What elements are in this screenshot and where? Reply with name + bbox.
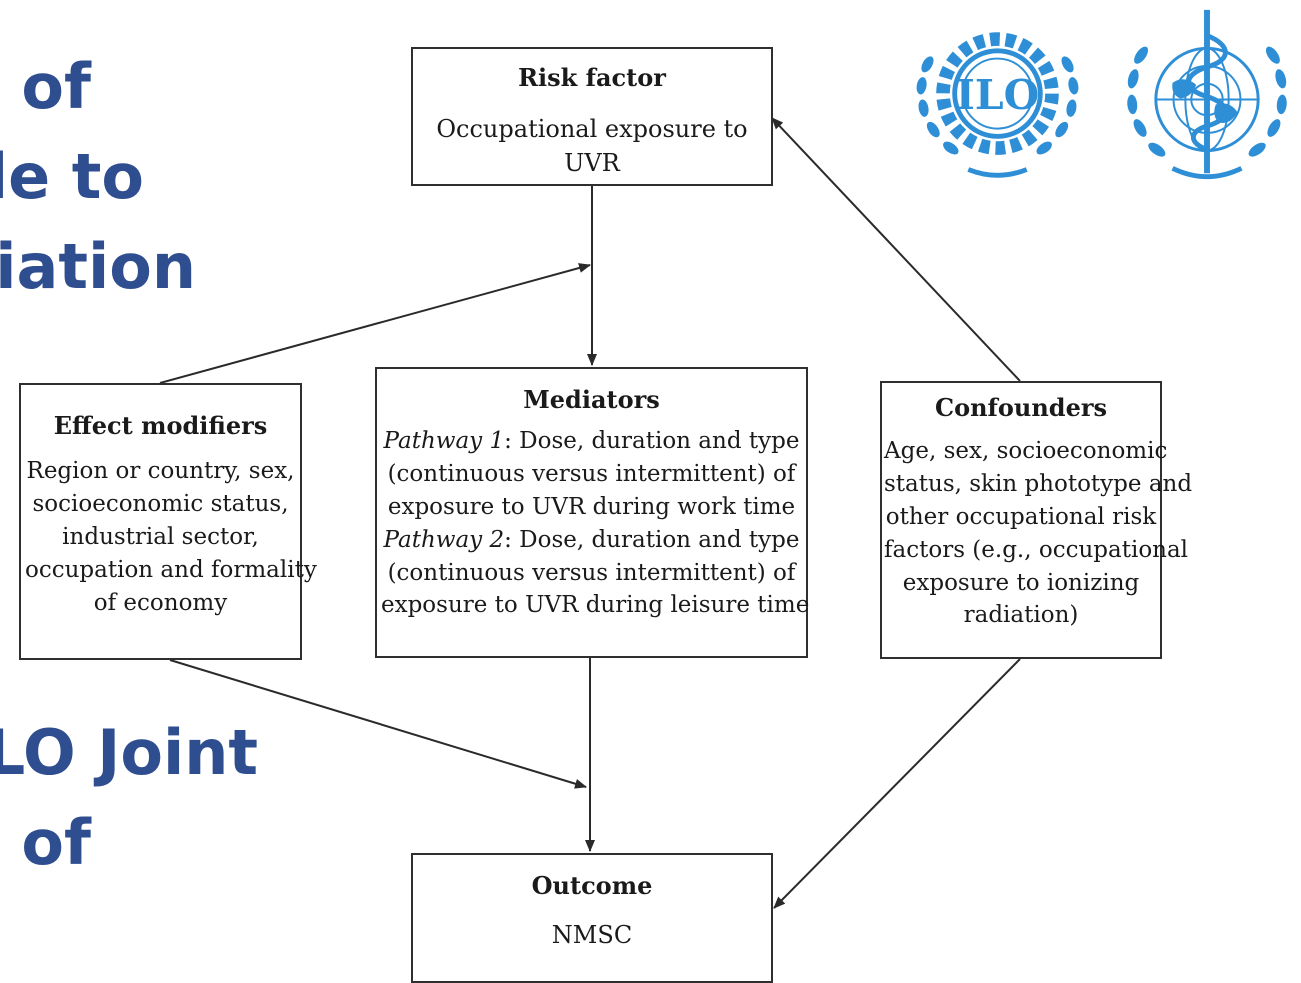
pathway-1-text: : Dose, duration and type: [504, 428, 800, 454]
arrow-confounders-to-outcome: [773, 658, 1021, 909]
who-emblem-icon: [1127, 9, 1287, 180]
diagram-connectors: [159, 117, 1021, 909]
risk-factor-text: Occupational exposure to UVR: [423, 113, 761, 180]
text-line: Age, sex, socioeconomic: [884, 438, 1168, 464]
confounders-text: Age, sex, socioeconomic status, skin pho…: [884, 435, 1193, 632]
pathway-2-label: Pathway 2: [383, 526, 505, 553]
slide-subtitle-fragment: ILO Joint: [0, 716, 258, 789]
text-line: (continuous versus intermittent) of: [387, 460, 796, 487]
text-line: factors (e.g., occupational: [884, 536, 1189, 563]
text-line: radiation): [963, 602, 1079, 629]
text-line: socioeconomic status,: [32, 490, 289, 517]
text-line: Pathway 1: Dose, duration and type: [381, 425, 802, 458]
text-line: exposure to UVR during leisure time: [381, 592, 810, 619]
risk-factor-box: Risk factor Occupational exposure to UVR: [411, 47, 773, 186]
pathway-2-text: : Dose, duration and type: [504, 526, 800, 553]
slide-title-fragment: diation: [0, 230, 196, 303]
text-line: exposure to UVR during work time: [387, 493, 796, 520]
effect-modifiers-box: Effect modifiers Region or country, sex,…: [19, 383, 317, 660]
slide-title-fragment: s of: [0, 50, 91, 123]
arrow-effect-to-risk-pathway: [159, 263, 591, 384]
ilo-emblem-letters: ILO: [956, 71, 1039, 119]
confounders-box: Confounders Age, sex, socioeconomic stat…: [880, 381, 1193, 659]
text-line: other occupational risk: [885, 503, 1157, 530]
text-line: exposure to ionizing: [902, 569, 1140, 596]
text-line: NMSC: [551, 921, 633, 949]
text-line: industrial sector,: [62, 523, 259, 550]
pathway-1-label: Pathway 1: [383, 428, 505, 454]
text-line: of economy: [93, 589, 228, 616]
outcome-text: NMSC: [423, 919, 761, 952]
outcome-title: Outcome: [531, 871, 653, 900]
slide-title-fragment: ole to: [0, 140, 144, 213]
arrow-effect-to-mediation-pathway: [169, 659, 587, 789]
outcome-box: Outcome NMSC: [411, 853, 773, 983]
mediators-box: Mediators Pathway 1: Dose, duration and …: [375, 367, 810, 658]
arrow-confounders-to-risk: [771, 117, 1021, 382]
risk-factor-title: Risk factor: [518, 63, 666, 92]
effect-modifiers-text: Region or country, sex, socioeconomic st…: [25, 455, 317, 619]
ilo-emblem-icon: ILO: [916, 32, 1079, 178]
text-line: Pathway 2: Dose, duration and type: [381, 524, 802, 557]
text-line: Occupational exposure to: [436, 115, 748, 143]
text-line: (continuous versus intermittent) of: [387, 559, 796, 586]
text-line: Region or country, sex,: [26, 458, 295, 484]
slide-subtitle-fragment: n of: [0, 806, 91, 879]
mediators-text: Pathway 1: Dose, duration and type (cont…: [381, 425, 810, 622]
text-line: UVR: [564, 148, 620, 177]
text-line: occupation and formality: [25, 556, 317, 583]
effect-modifiers-title: Effect modifiers: [53, 411, 268, 440]
text-line: status, skin phototype and: [884, 470, 1193, 497]
confounders-title: Confounders: [935, 393, 1107, 422]
mediators-title: Mediators: [523, 385, 660, 414]
